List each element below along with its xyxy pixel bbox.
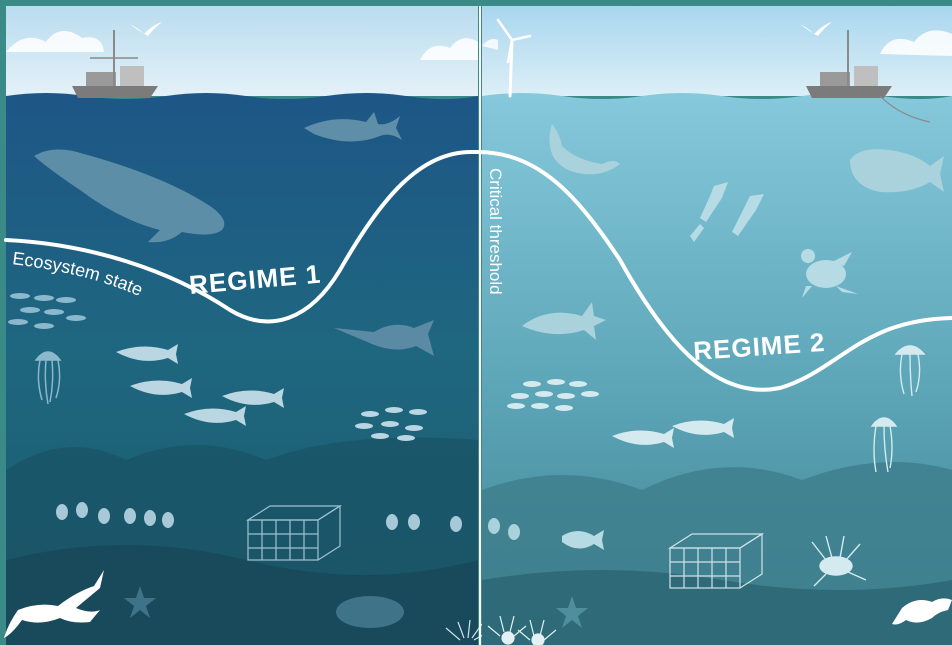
- starfish-icon: [124, 586, 156, 618]
- right-jellyfish-group: [870, 345, 926, 473]
- right-cloud-left-icon: [482, 38, 498, 50]
- left-cloud-icon: [6, 30, 104, 52]
- jellyfish-icon: [34, 351, 62, 405]
- squid-icon: [690, 182, 764, 242]
- left-cloud-right-icon: [420, 38, 478, 60]
- right-sky: [482, 6, 952, 96]
- regime-2-panel: [482, 6, 952, 645]
- mahi-fish-icon: [850, 149, 944, 193]
- swordfish-icon: [334, 320, 434, 356]
- lobster-icon: [4, 570, 104, 638]
- flounder-icon: [336, 596, 404, 628]
- fish-school-right: [355, 407, 427, 441]
- sea-urchin-group: [487, 615, 557, 645]
- cod-fish-group: [116, 344, 284, 426]
- mussel-cluster: [56, 502, 462, 532]
- wind-turbine-icon: [496, 18, 532, 98]
- fishing-boat-icon: [72, 30, 158, 98]
- fish-school-left: [8, 293, 86, 329]
- triggerfish-icon: [562, 530, 604, 550]
- sea-turtle-icon: [801, 249, 858, 298]
- crab-icon: [892, 598, 952, 625]
- shark-icon: [304, 112, 402, 142]
- ecosystem-state-curve: [4, 149, 952, 392]
- seagull-icon: [130, 22, 162, 36]
- critical-threshold-label: Critical threshold: [486, 168, 505, 295]
- sea-urchin-left-icon: [445, 619, 489, 641]
- fishing-boat-right-icon: [806, 30, 931, 123]
- right-lobster-trap-icon: [667, 532, 765, 589]
- starfish-right-icon: [556, 596, 588, 628]
- lionfish-icon: [811, 535, 867, 587]
- right-mussel-cluster: [488, 518, 520, 540]
- right-seafloor: [482, 570, 952, 645]
- regime-1-panel: [4, 6, 489, 645]
- seagull-right-icon: [800, 22, 832, 36]
- seal-icon: [549, 124, 620, 175]
- right-fish-school: [507, 379, 599, 411]
- right-cloud-icon: [880, 30, 952, 56]
- lobster-trap-icon: [245, 504, 343, 561]
- whale-icon: [34, 149, 225, 243]
- right-cod-group: [612, 418, 734, 448]
- tuna-icon: [522, 302, 606, 340]
